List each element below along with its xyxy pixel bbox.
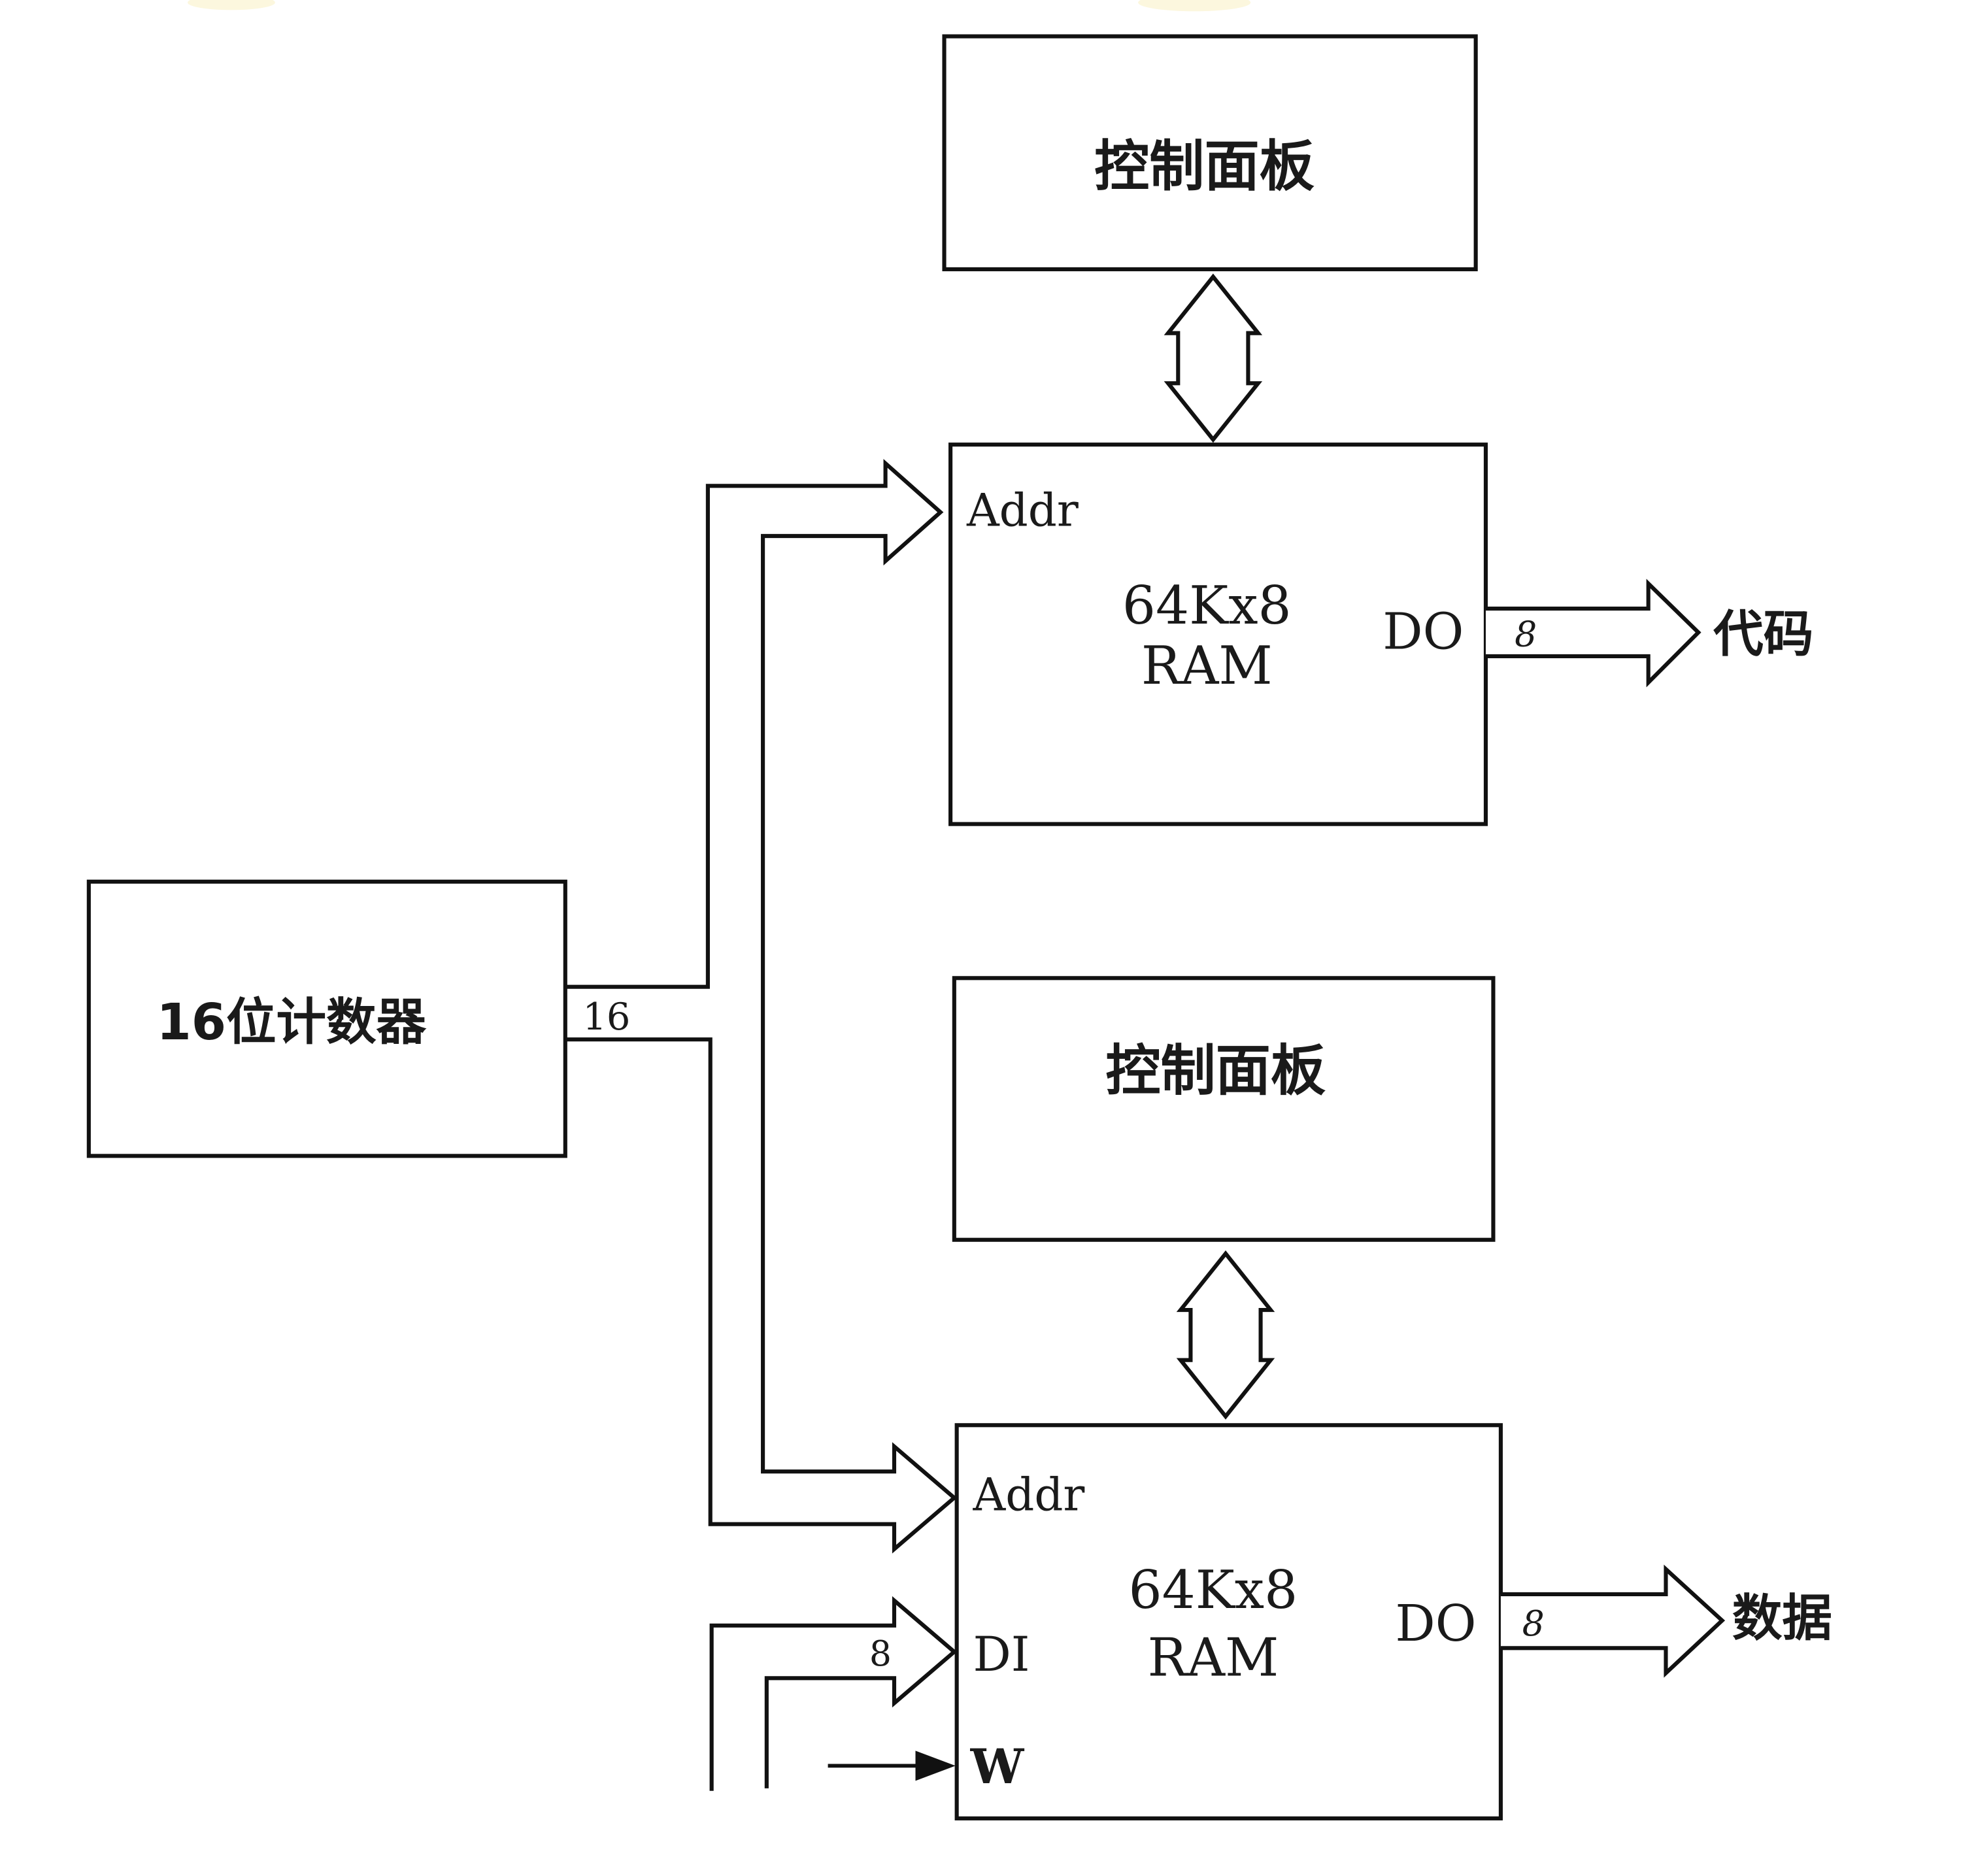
ram-data-addr-port: Addr [973,1469,1085,1522]
ram-data-input-bus [709,1596,958,1791]
control-panel-top-label: 控制面板 [1094,134,1315,198]
ram-code-addr-port: Addr [966,485,1079,537]
write-enable-arrowhead-icon [915,1750,956,1781]
counter-label: 16位计数器 [156,994,427,1052]
counter: 16位计数器 [86,879,567,1158]
ram-data-do-port: DO [1395,1595,1476,1653]
ram-data-input-width: 8 [869,1633,892,1674]
control-panel-bottom: 控制面板 [952,976,1496,1242]
control-panel-bottom-label: 控制面板 [1105,1039,1326,1103]
counter-box [86,879,567,1158]
ram-code-do-port: DO [1383,603,1464,661]
control-panel-top-box [942,34,1478,271]
ram-code-size-label: 64Kx8 [1122,575,1292,636]
paper-tint [1138,0,1251,12]
address-bus-outer-top [565,459,958,1554]
ram-data-box [954,1423,1503,1820]
ram-data-write-port: W [970,1739,1025,1795]
ram-code-output-width: 8 [1515,614,1537,655]
ram-data-output-label: 数据 [1732,1590,1832,1648]
ram-data-output-arrow [1500,1564,1726,1678]
ram-data: Addr 64Kx8 RAM DO DI W [954,1423,1503,1820]
ram-data-output-width: 8 [1522,1603,1545,1644]
ram-data-size-label: 64Kx8 [1129,1559,1298,1620]
ram-code: Addr 64Kx8 RAM DO [948,443,1488,826]
paper-tint [188,0,275,10]
control-panel-bottom-box [952,976,1496,1242]
ram-code-type-label: RAM [1141,635,1273,696]
ram-code-output-label: 代码 [1713,605,1813,663]
ram-data-di-port: DI [973,1627,1030,1683]
control-panel-top: 控制面板 [942,34,1478,271]
bidirectional-bus-arrow-bottom [1176,1250,1275,1420]
bidirectional-bus-arrow-top [1164,273,1263,443]
ram-data-type-label: RAM [1147,1626,1279,1688]
ram-code-output-arrow [1485,578,1701,688]
ram-code-box [948,443,1488,826]
counter-bus-width: 16 [582,995,630,1039]
